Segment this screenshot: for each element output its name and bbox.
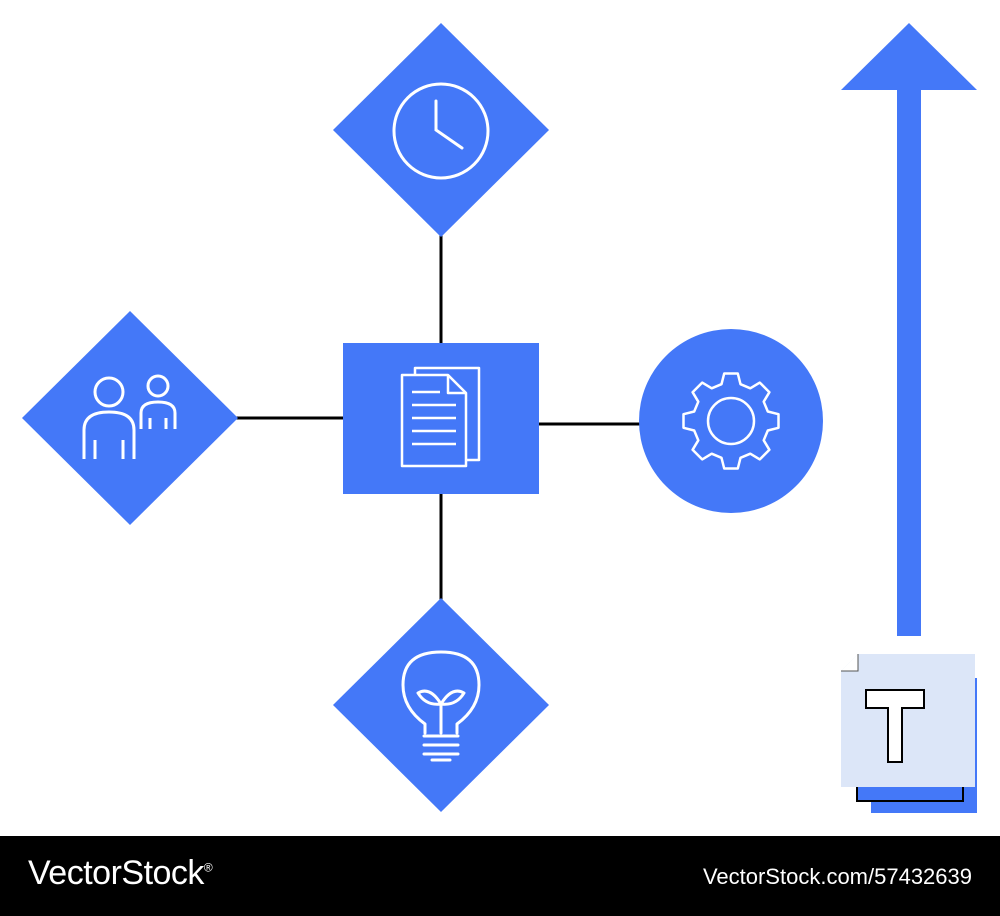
- node-users: [22, 311, 238, 525]
- diagram-canvas: [22, 23, 977, 813]
- node-documents: [343, 343, 539, 494]
- documents-icon: [400, 366, 481, 468]
- brand-name: VectorStock: [28, 854, 204, 892]
- clock-diamond: [333, 23, 549, 237]
- text-file-icon: [841, 654, 977, 813]
- node-settings: [639, 329, 823, 513]
- users-icon: [82, 374, 177, 459]
- registered-mark: ®: [203, 860, 213, 875]
- settings-circle: [639, 329, 823, 513]
- stock-id-link[interactable]: VectorStock.com/57432639: [702, 864, 972, 889]
- node-idea: [333, 598, 549, 812]
- lightbulb-icon: [401, 650, 481, 762]
- clock-icon: [392, 82, 490, 180]
- connectors: [236, 232, 642, 602]
- gear-icon: [682, 372, 780, 470]
- up-arrow-icon: [841, 23, 977, 636]
- brand-logo[interactable]: VectorStock®: [28, 854, 213, 893]
- text-file-letter-shape: [865, 689, 925, 763]
- node-clock: [333, 23, 549, 237]
- footer-bar: VectorStock® VectorStock.com/57432639: [0, 836, 1000, 916]
